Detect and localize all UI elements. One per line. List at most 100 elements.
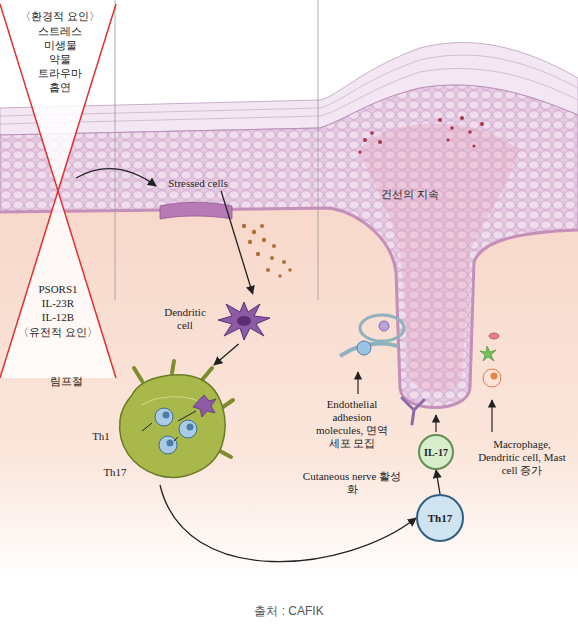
art-circle [248,240,252,244]
label-text: 흡연 [49,81,71,94]
art-path [160,202,232,219]
art-circle [460,116,464,120]
art-line [172,361,174,373]
art-circle [363,138,367,142]
node-text: Th17 [428,512,452,525]
label-text: 스트레스 [38,25,82,38]
art-circle [272,244,276,248]
label-text: IL-12B [42,311,74,324]
art-line [0,4,116,378]
art-g [242,224,292,278]
connector-arrow [221,191,253,294]
art-path [0,208,578,408]
art-g [358,116,484,154]
art-line [134,368,142,381]
art-circle [491,373,498,380]
art-ellipse [489,333,499,339]
node-text: Dendritic cell [156,306,214,332]
dendritic-label-group: Dendritic cell [156,306,214,332]
art-circle [167,440,174,447]
art-line [318,0,319,300]
art-line [435,415,436,432]
art-circle [357,341,371,355]
art-circle [256,252,260,256]
art-path [0,42,578,135]
label-text: 건선의 지속 [381,188,439,201]
art-circle [472,144,475,147]
node-heading: 림프절 [50,375,83,388]
art-ellipse [360,315,404,341]
art-circle [468,130,472,134]
art-path [402,398,424,424]
art-path [0,55,578,116]
label-text: 약물 [49,53,71,66]
lymph-node-drawing [112,365,232,485]
art-line [220,451,231,457]
cell-nucleus [237,316,251,326]
label-text: Th17 [103,466,126,479]
dendritic-cell-drawing [214,294,274,344]
art-circle [155,408,173,426]
t-cell-nuclei [163,412,194,447]
art-circle [242,224,246,228]
art-circle [378,140,382,144]
il17-circle: IL-17 [418,434,454,470]
art-circle [270,256,274,260]
art-path [76,169,156,186]
art-circle [262,238,266,242]
art-circle [266,268,270,272]
caption: 출처 : CAFIK [254,604,323,618]
art-path [0,68,578,124]
connector-arrow [214,344,239,365]
label-text: IL-23R [42,297,74,310]
connector-arrow [160,485,416,562]
art-circle [438,118,442,122]
dendritic-cell-small [193,395,216,417]
art-circle [260,224,264,228]
label-text: 트라우마 [38,67,82,80]
lymph-node: 림프절 [112,365,232,485]
th17-circle: Th17 [416,494,464,542]
label-text: Th1 [92,430,110,443]
art-polygon [0,4,116,190]
label-text: 〈환경적 요인〉 [20,10,100,23]
art-circle [450,126,454,130]
art-circle [379,321,389,331]
art-circle [179,420,197,438]
dendritic-cell: Dendritic cell [156,294,274,344]
label-text: Endothelial adhesion molecules, 면역세포 모집 [312,398,392,450]
art-circle [446,138,449,141]
art-line [491,400,492,432]
node-arrows [142,411,196,441]
art-circle [159,436,177,454]
art-line [223,400,233,407]
art-path [178,411,196,421]
art-path [142,423,152,431]
art-circle [278,274,282,278]
art-circle [480,122,484,126]
art-path [360,124,520,392]
cell-body [218,302,270,340]
node-text: IL-17 [424,446,448,459]
art-line [0,4,116,378]
art-line [357,372,358,394]
art-circle [187,424,194,431]
art-circle [282,260,286,264]
art-circle [252,230,256,234]
t-cells [155,408,197,454]
stressed-cells: Stressed cells [165,176,231,191]
label-text: 〈유전적 요인〉 [18,326,98,339]
lymph-node-body [120,375,225,477]
art-line [202,368,212,380]
art-circle [288,268,292,272]
art-circle [483,369,501,387]
art-circle [370,131,374,135]
art-polygon [0,190,116,378]
label-text: PSORS1 [38,283,77,296]
art-circle [358,150,361,153]
label-text: Macrophage, Dendritic cell, Mast cell 증가 [476,438,568,477]
art-path [0,85,578,407]
connector-arrow [436,470,440,494]
node-text: Stressed cells [167,177,229,190]
